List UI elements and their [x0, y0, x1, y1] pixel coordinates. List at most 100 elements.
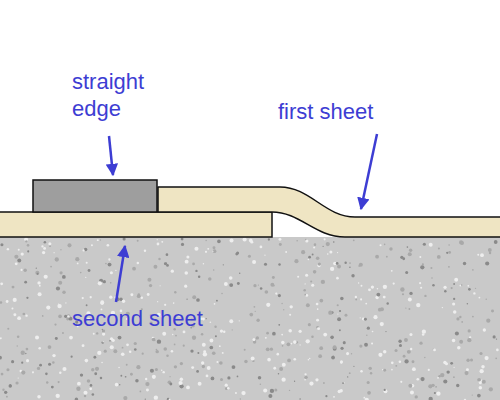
speckle — [444, 290, 447, 293]
speckle — [26, 348, 29, 351]
speckle — [140, 391, 142, 393]
speckle — [311, 284, 314, 287]
speckle — [326, 242, 330, 246]
speckle — [479, 386, 482, 389]
speckle — [175, 335, 177, 337]
speckle — [408, 252, 412, 256]
speckle — [59, 371, 61, 373]
speckle — [409, 249, 412, 252]
part-label: second sheet — [72, 305, 272, 332]
speckle — [248, 255, 251, 258]
speckle — [296, 240, 298, 242]
speckle — [196, 298, 200, 302]
speckle — [152, 375, 156, 379]
speckle — [448, 266, 450, 268]
speckle — [196, 370, 199, 373]
speckle — [265, 337, 267, 339]
speckle — [6, 368, 9, 371]
speckle — [97, 239, 99, 241]
speckle — [448, 251, 451, 254]
speckle — [460, 241, 464, 245]
speckle — [305, 274, 308, 277]
speckle — [457, 346, 461, 350]
speckle — [237, 282, 240, 285]
speckle — [477, 394, 481, 398]
speckle — [400, 381, 402, 383]
speckle — [80, 272, 82, 274]
speckle — [264, 263, 267, 266]
speckle — [366, 334, 368, 336]
speckle — [206, 318, 207, 319]
speckle — [194, 247, 198, 251]
speckle — [217, 240, 221, 244]
speckle — [337, 252, 338, 253]
speckle — [472, 316, 474, 318]
speckle — [152, 338, 156, 342]
speckle — [456, 317, 459, 320]
speckle — [1, 373, 4, 376]
leader-arrow — [361, 134, 377, 209]
speckle — [287, 359, 291, 363]
speckle — [461, 284, 462, 285]
speckle — [316, 257, 320, 261]
speckle — [431, 277, 433, 279]
speckle — [214, 325, 216, 327]
speckle — [432, 284, 435, 287]
speckle — [21, 351, 25, 355]
speckle — [27, 250, 29, 252]
speckle — [466, 359, 469, 362]
speckle — [203, 263, 204, 264]
speckle — [219, 361, 223, 365]
speckle — [4, 391, 7, 394]
speckle — [123, 396, 127, 400]
speckle — [485, 261, 489, 265]
speckle — [181, 243, 184, 246]
speckle — [478, 297, 480, 299]
speckle — [161, 369, 163, 371]
speckle — [201, 333, 204, 336]
speckle — [37, 281, 40, 284]
speckle — [146, 388, 149, 391]
speckle — [52, 354, 55, 357]
speckle — [0, 356, 2, 360]
speckle — [108, 258, 110, 260]
speckle — [266, 332, 269, 335]
speckle — [100, 302, 103, 305]
speckle — [434, 392, 436, 394]
speckle — [186, 299, 187, 300]
speckle — [17, 316, 21, 320]
speckle — [312, 254, 314, 256]
speckle — [153, 265, 157, 269]
speckle — [237, 376, 239, 378]
speckle — [395, 365, 397, 367]
speckle — [452, 302, 455, 305]
speckle — [281, 341, 285, 345]
speckle — [14, 255, 18, 259]
speckle — [305, 239, 308, 242]
speckle — [380, 322, 384, 326]
speckle — [340, 297, 344, 301]
speckle — [477, 378, 481, 382]
speckle — [100, 377, 103, 380]
part-label: straight edge — [72, 68, 177, 122]
speckle — [399, 344, 402, 347]
speckle — [353, 239, 355, 241]
speckle — [102, 341, 103, 342]
speckle — [481, 365, 484, 368]
speckle — [7, 248, 9, 250]
speckle — [174, 365, 177, 368]
concrete-texture — [0, 237, 499, 400]
speckle — [122, 300, 125, 303]
speckle — [385, 331, 386, 332]
speckle — [450, 362, 453, 365]
speckle — [54, 323, 56, 325]
speckle — [164, 262, 167, 265]
speckle — [37, 273, 39, 275]
speckle — [400, 287, 404, 291]
speckle — [94, 372, 97, 375]
speckle — [400, 256, 403, 259]
speckle — [0, 282, 3, 285]
speckle — [107, 244, 110, 247]
speckle — [419, 282, 421, 284]
speckle — [272, 276, 275, 279]
